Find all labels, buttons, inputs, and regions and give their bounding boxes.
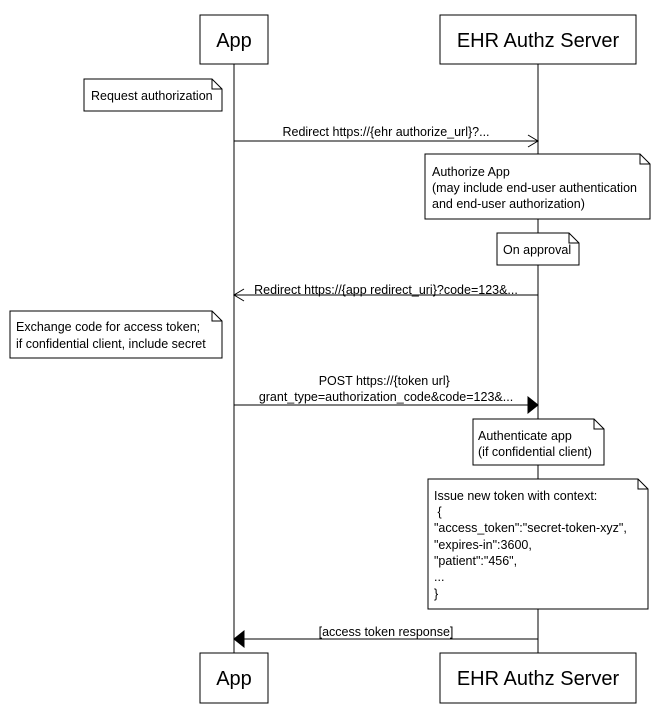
note-line: Issue new token with context: — [434, 489, 597, 503]
note-authorize-app: Authorize App (may include end-user auth… — [424, 153, 651, 220]
message-token-response: [access token response] — [233, 625, 538, 649]
message-redirect-authorize: Redirect https://{ehr authorize_url}?... — [234, 125, 539, 148]
message-redirect-app: Redirect https://{app redirect_uri}?code… — [233, 283, 538, 302]
message-post-token: POST https://{token url} grant_type=auth… — [234, 374, 539, 415]
note-line: "expires-in":3600, — [434, 538, 532, 552]
server-participant-bottom-label: EHR Authz Server — [457, 668, 620, 690]
note-request-authorization: Request authorization — [83, 78, 223, 112]
server-participant-bottom: EHR Authz Server — [439, 652, 637, 704]
note-line: Exchange code for access token; — [16, 320, 200, 334]
note-exchange-code: Exchange code for access token; if confi… — [9, 310, 223, 359]
message-line: [access token response] — [319, 625, 454, 639]
message-line: grant_type=authorization_code&code=123&.… — [259, 390, 513, 404]
note-issue-token-text: Issue new token with context: { "access_… — [434, 489, 627, 601]
note-authenticate-app-text: Authenticate app (if confidential client… — [478, 429, 592, 459]
note-line: "access_token":"secret-token-xyz", — [434, 521, 627, 535]
note-line: On approval — [503, 243, 571, 257]
note-line: Request authorization — [91, 89, 213, 103]
note-issue-token: Issue new token with context: { "access_… — [427, 478, 649, 610]
message-line: POST https://{token url} — [319, 374, 450, 388]
server-participant-top: EHR Authz Server — [439, 14, 637, 65]
app-participant-bottom-label: App — [216, 668, 252, 690]
note-line: Authenticate app — [478, 429, 572, 443]
note-line: "patient":"456", — [434, 554, 517, 568]
message-redirect-app-text: Redirect https://{app redirect_uri}?code… — [254, 283, 518, 297]
message-line: Redirect https://{app redirect_uri}?code… — [254, 283, 518, 297]
app-participant-bottom: App — [199, 652, 269, 704]
note-authenticate-app: Authenticate app (if confidential client… — [472, 418, 605, 466]
note-line: (may include end-user authentication — [432, 181, 637, 195]
note-on-approval: On approval — [496, 232, 580, 266]
message-token-response-text: [access token response] — [319, 625, 454, 639]
note-on-approval-text: On approval — [503, 243, 571, 257]
message-post-token-text: POST https://{token url} grant_type=auth… — [259, 374, 513, 404]
note-line: { — [434, 505, 442, 519]
note-line: Authorize App — [432, 165, 510, 179]
note-request-authorization-text: Request authorization — [91, 89, 213, 103]
note-line: (if confidential client) — [478, 445, 592, 459]
message-line: Redirect https://{ehr authorize_url}?... — [282, 125, 489, 139]
message-redirect-authorize-text: Redirect https://{ehr authorize_url}?... — [282, 125, 489, 139]
note-line: } — [434, 587, 438, 601]
note-line: ... — [434, 570, 444, 584]
app-participant-top-label: App — [216, 30, 252, 52]
note-exchange-code-text: Exchange code for access token; if confi… — [16, 320, 206, 351]
note-authorize-app-text: Authorize App (may include end-user auth… — [432, 165, 640, 211]
note-line: and end-user authorization) — [432, 197, 585, 211]
server-participant-top-label: EHR Authz Server — [457, 30, 620, 52]
note-line: if confidential client, include secret — [16, 337, 206, 351]
app-participant-top: App — [199, 14, 269, 65]
